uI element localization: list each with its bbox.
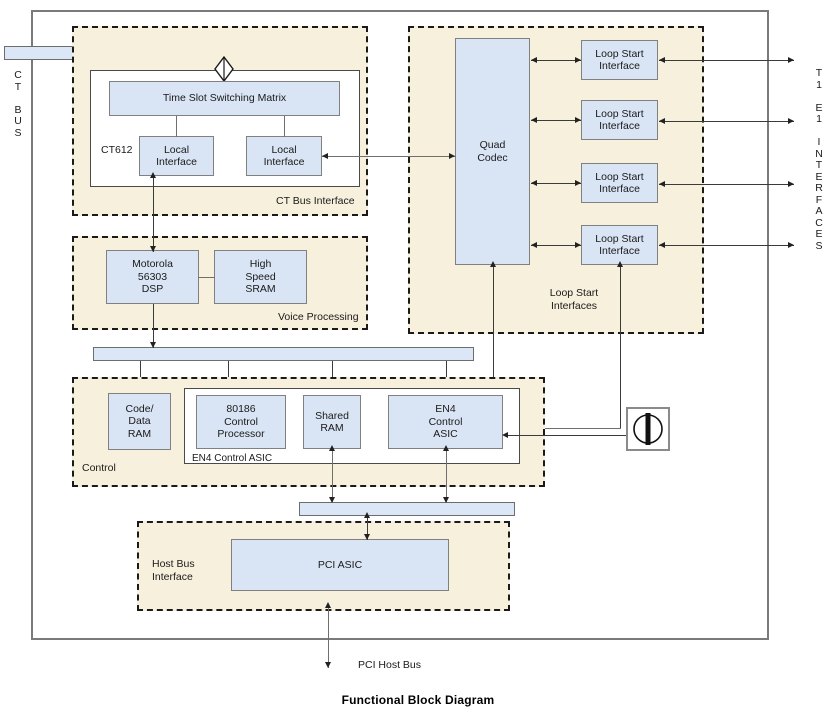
block-control-processor[interactable]: 80186 Control Processor [196,395,286,449]
link-codec-lsi-4 [531,245,581,246]
arrow-codec-lsi-2-left [531,117,537,123]
link-codec-lsi-3 [531,183,581,184]
arrow-shared-ram-to-pci-bus [329,497,335,503]
group-ct-bus-interface-label: CT Bus Interface [276,195,355,207]
pci-host-bus-label: PCI Host Bus [358,659,422,671]
link-en4-down [446,449,447,503]
arrow-pci-bus-up [364,512,370,518]
arrow-lsi-4-out [788,242,794,248]
internal-bus-bar [93,347,474,361]
link-lsi-4-external [659,245,794,246]
block-code-data-ram[interactable]: Code/ Data RAM [108,393,171,450]
arrow-codec-lsi-2-right [575,117,581,123]
block-time-slot-switching-matrix[interactable]: Time Slot Switching Matrix [109,81,340,116]
power-switch-icon[interactable] [626,407,670,451]
arrow-pci-asic-in [364,534,370,540]
block-pci-asic[interactable]: PCI ASIC [231,539,449,591]
link-lsi-2-external [659,121,794,122]
link-lsi-1-external [659,60,794,61]
subgroup-en4-control-asic-label: EN4 Control ASIC [192,453,273,464]
block-high-speed-sram[interactable]: High Speed SRAM [214,250,307,304]
arrow-codec-lsi-3-right [575,180,581,186]
link-switch-to-en4 [504,435,626,436]
block-en4-control-asic[interactable]: EN4 Control ASIC [388,395,503,449]
arrow-shared-ram-up [329,445,335,451]
arrow-local-right-in [322,153,328,159]
group-host-bus-interface-label: Host Bus Interface [152,558,195,583]
link-lsi4-left-to-en4 [504,428,621,429]
arrow-dsp-top-in [150,246,156,252]
block-loop-start-interface-2[interactable]: Loop Start Interface [581,100,658,140]
link-matrix-to-local-left [176,116,177,137]
arrow-codec-lsi-1-left [531,57,537,63]
arrow-lsi-2-in [659,118,665,124]
link-shared-ram-down [332,449,333,503]
link-matrix-to-local-right [284,116,285,137]
arrow-dsp-to-bus [150,342,156,348]
group-loop-start-interfaces-label: Loop Start Interfaces [549,287,599,312]
link-pci-bus-to-asic [367,516,368,540]
arrow-lsi-3-in [659,181,665,187]
block-local-interface-right[interactable]: Local Interface [246,136,322,176]
link-lsi4-down [620,265,621,428]
power-switch-glyph [633,413,663,445]
link-codec-down-to-control [493,265,494,399]
arrow-codec-lsi-3-left [531,180,537,186]
block-quad-codec[interactable]: Quad Codec [455,38,530,265]
arrow-en4-up [443,445,449,451]
arrow-codec-bottom-up [490,261,496,267]
arrow-lsi-2-out [788,118,794,124]
board-outline [31,10,769,640]
block-loop-start-interface-1[interactable]: Loop Start Interface [581,40,658,80]
arrow-host-bus-up [325,602,331,608]
group-voice-processing-label: Voice Processing [278,311,359,323]
diagram-title: Functional Block Diagram [341,693,495,707]
link-dsp-to-internal-bus [153,304,154,348]
t1-e1-interfaces-external-label: T 1 E 1 I N T E R F A C E S [815,67,823,252]
link-codec-lsi-1 [531,60,581,61]
arrow-codec-lsi-4-right [575,242,581,248]
link-local-left-down [153,176,154,252]
arrow-codec-lsi-4-left [531,242,537,248]
arrow-local-left-up [150,172,156,178]
arrow-lsi4-bottom-up [617,261,623,267]
link-pci-asic-to-host-bus [328,606,329,668]
arrow-switch-into-en4 [502,432,508,438]
block-shared-ram[interactable]: Shared RAM [303,395,361,449]
arrow-codec-in-left [449,153,455,159]
arrow-en4-to-pci-bus [443,497,449,503]
link-local-right-to-codec [322,156,456,157]
arrow-lsi-1-in [659,57,665,63]
block-loop-start-interface-4[interactable]: Loop Start Interface [581,225,658,265]
block-motorola-dsp[interactable]: Motorola 56303 DSP [106,250,199,304]
link-codec-lsi-2 [531,120,581,121]
link-dsp-to-sram [198,277,215,278]
ct-bus-external-label: C T B U S [14,69,22,139]
arrow-host-bus-down [325,662,331,668]
arrow-codec-lsi-1-right [575,57,581,63]
diamond-connector-icon [214,56,234,82]
block-loop-start-interface-3[interactable]: Loop Start Interface [581,163,658,203]
subgroup-ct612-label: CT612 [101,144,133,156]
pci-bus-bar [299,502,515,516]
arrow-lsi-1-out [788,57,794,63]
arrow-lsi-3-out [788,181,794,187]
group-control-label: Control [82,462,116,474]
arrow-lsi-4-in [659,242,665,248]
block-local-interface-left[interactable]: Local Interface [139,136,214,176]
link-lsi-3-external [659,184,794,185]
